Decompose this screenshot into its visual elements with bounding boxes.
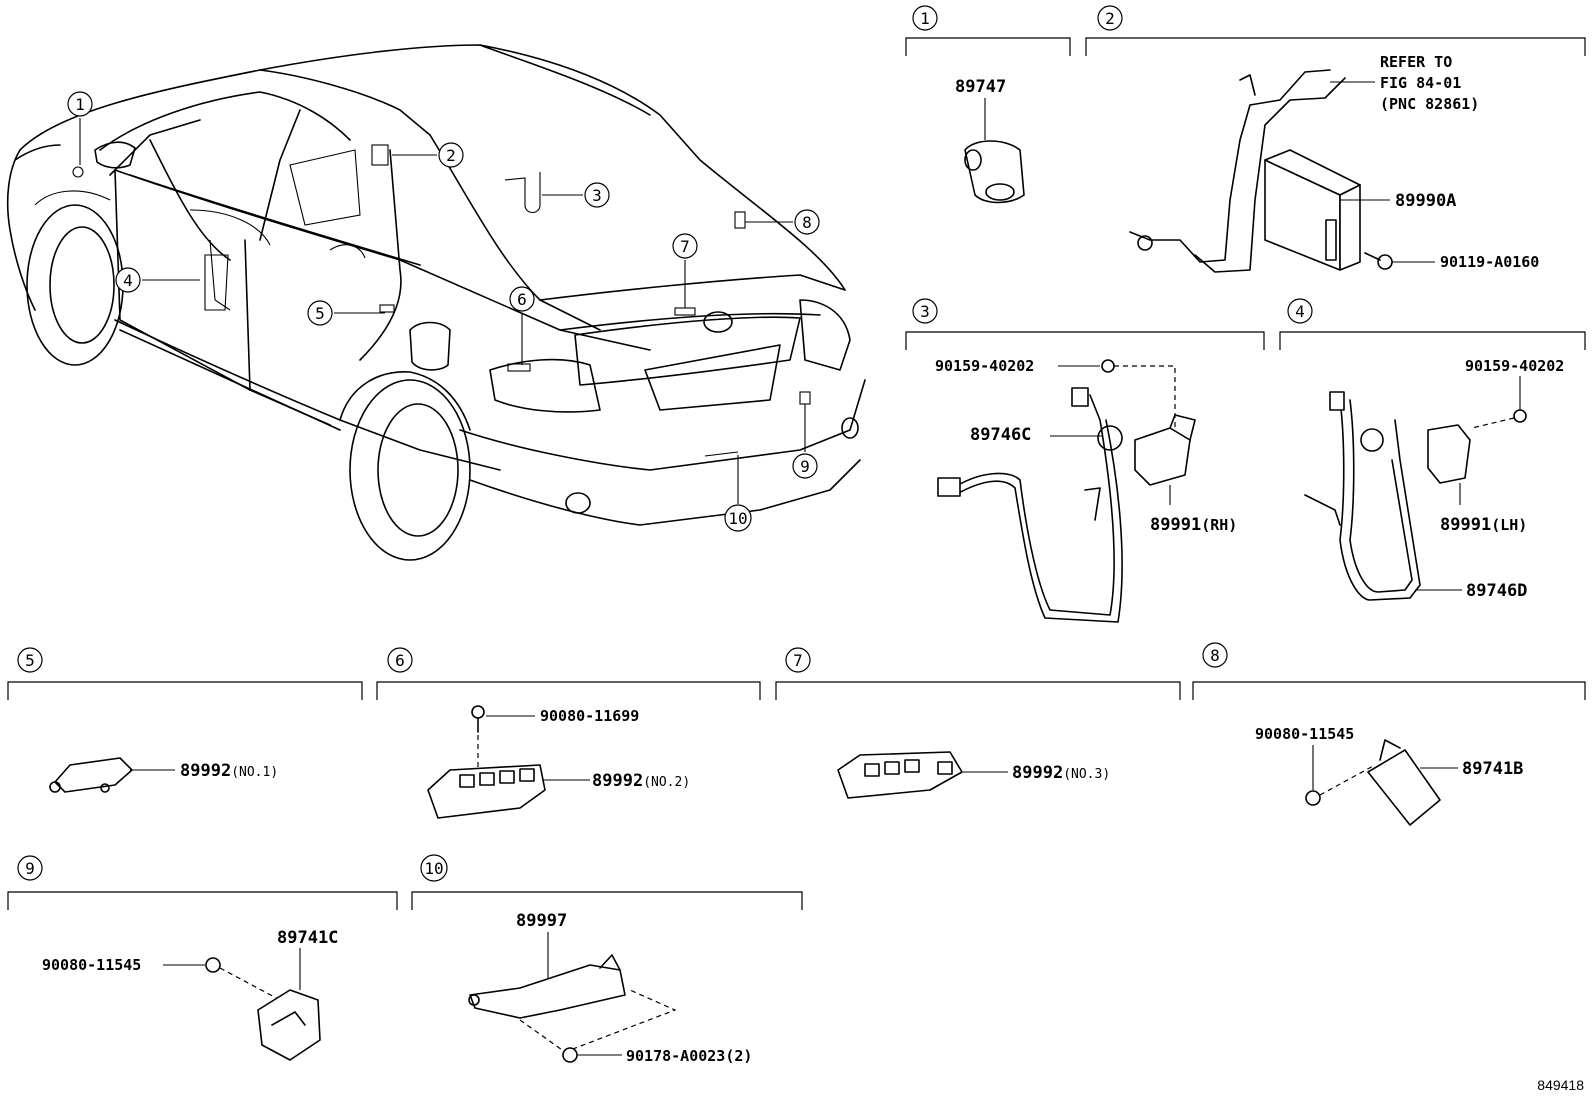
bracket-drawing bbox=[1129, 69, 1346, 273]
part-89741B-label: 89741B bbox=[1462, 759, 1523, 779]
part-89991-lh-label: 89991(LH) bbox=[1440, 515, 1527, 535]
part-90080-11699-label: 90080-11699 bbox=[540, 707, 639, 725]
section-7-number: 7 bbox=[793, 651, 803, 670]
car-callout-10-label: 10 bbox=[728, 509, 747, 528]
part-90080-11545-s8-label: 90080-11545 bbox=[1255, 725, 1354, 743]
section-3-number: 3 bbox=[920, 302, 930, 321]
part-89997-drawing bbox=[468, 954, 626, 1019]
part-90080-11545-s9-label: 90080-11545 bbox=[42, 956, 141, 974]
section-9: 9 89741C 90080-11545 bbox=[7, 855, 398, 1061]
part-89992-no2-drawing bbox=[427, 764, 546, 819]
harness-lh-drawing bbox=[1304, 391, 1421, 601]
car-callout-8: 8 bbox=[745, 209, 820, 235]
section-6: 6 90080-11699 89992(NO.2) bbox=[376, 647, 761, 819]
refer-line-1: REFER TO bbox=[1380, 53, 1452, 71]
car-callout-7-label: 7 bbox=[680, 237, 690, 256]
section-8: 8 90080-11545 89741B bbox=[1192, 642, 1586, 826]
car-callout-1: 1 bbox=[67, 91, 93, 165]
car-callouts: 1 2 3 4 5 6 7 8 9 10 bbox=[67, 91, 820, 532]
car-callout-8-label: 8 bbox=[802, 213, 812, 232]
section-1-number: 1 bbox=[920, 9, 930, 28]
part-89992-no1-label: 89992(NO.1) bbox=[180, 761, 278, 781]
section-4: 4 90159-40202 89991(LH) 89746D bbox=[1279, 298, 1586, 601]
harness-rh-drawing bbox=[937, 387, 1123, 623]
part-89990A-label: 89990A bbox=[1395, 191, 1456, 211]
part-89991-rh-drawing bbox=[1134, 414, 1196, 486]
car-callout-5-label: 5 bbox=[315, 304, 325, 323]
refer-line-3: (PNC 82861) bbox=[1380, 95, 1479, 113]
part-90119-A0160-label: 90119-A0160 bbox=[1440, 253, 1539, 271]
part-89991-rh-label: 89991(RH) bbox=[1150, 515, 1237, 535]
section-1: 1 89747 bbox=[905, 5, 1071, 204]
part-89992-no3-drawing bbox=[837, 751, 963, 799]
section-6-number: 6 bbox=[395, 651, 405, 670]
car-callout-4-label: 4 bbox=[123, 271, 133, 290]
refer-line-2: FIG 84-01 bbox=[1380, 74, 1461, 92]
car-callout-6: 6 bbox=[509, 286, 535, 365]
car-illustration bbox=[6, 44, 866, 561]
part-89747-drawing bbox=[964, 140, 1025, 204]
car-callout-3: 3 bbox=[542, 182, 610, 208]
section-8-number: 8 bbox=[1210, 646, 1220, 665]
part-89992-no1-drawing bbox=[49, 757, 133, 793]
section-5-number: 5 bbox=[25, 651, 35, 670]
section-7: 7 89992(NO.3) bbox=[775, 647, 1181, 799]
section-10-number: 10 bbox=[424, 859, 443, 878]
car-callout-5: 5 bbox=[307, 300, 385, 326]
part-89741B-drawing bbox=[1367, 739, 1441, 826]
car-callout-1-label: 1 bbox=[75, 95, 85, 114]
section-2-number: 2 bbox=[1105, 9, 1115, 28]
part-89741C-label: 89741C bbox=[277, 928, 338, 948]
car-callout-2: 2 bbox=[392, 142, 464, 168]
part-89747-label: 89747 bbox=[955, 77, 1006, 97]
car-callout-7: 7 bbox=[672, 233, 698, 308]
section-2: 2 REFER TO FIG 84-01 (PNC 82861) 89990A … bbox=[1085, 5, 1586, 273]
section-9-number: 9 bbox=[25, 859, 35, 878]
part-89741C-drawing bbox=[257, 989, 321, 1061]
part-90159-40202-rh-label: 90159-40202 bbox=[935, 357, 1034, 375]
part-89990A-drawing bbox=[1264, 149, 1361, 271]
part-89746C-label: 89746C bbox=[970, 425, 1031, 445]
part-89991-lh-drawing bbox=[1427, 424, 1471, 484]
section-4-number: 4 bbox=[1295, 302, 1305, 321]
screw-90080-11699-drawing bbox=[471, 705, 485, 733]
car-callout-2-label: 2 bbox=[446, 146, 456, 165]
section-5: 5 89992(NO.1) bbox=[7, 647, 363, 793]
car-callout-4: 4 bbox=[115, 267, 200, 293]
car-callout-10: 10 bbox=[724, 455, 752, 532]
car-callout-3-label: 3 bbox=[592, 186, 602, 205]
part-90178-A0023-label: 90178-A0023(2) bbox=[626, 1047, 752, 1065]
section-10: 10 89997 90178-A0023(2) bbox=[411, 854, 803, 1065]
part-89746D-label: 89746D bbox=[1466, 581, 1527, 601]
part-89992-no2-label: 89992(NO.2) bbox=[592, 771, 690, 791]
section-3: 3 90159-40202 89746C 89991(RH) bbox=[905, 298, 1265, 623]
part-90159-40202-lh-label: 90159-40202 bbox=[1465, 357, 1564, 375]
car-callout-6-label: 6 bbox=[517, 290, 527, 309]
part-89992-no3-label: 89992(NO.3) bbox=[1012, 763, 1110, 783]
part-89997-label: 89997 bbox=[516, 911, 567, 931]
car-callout-9-label: 9 bbox=[800, 457, 810, 476]
screw-90119-drawing bbox=[1364, 252, 1393, 270]
figure-id: 849418 bbox=[1537, 1077, 1584, 1093]
car-callout-9: 9 bbox=[792, 404, 818, 479]
